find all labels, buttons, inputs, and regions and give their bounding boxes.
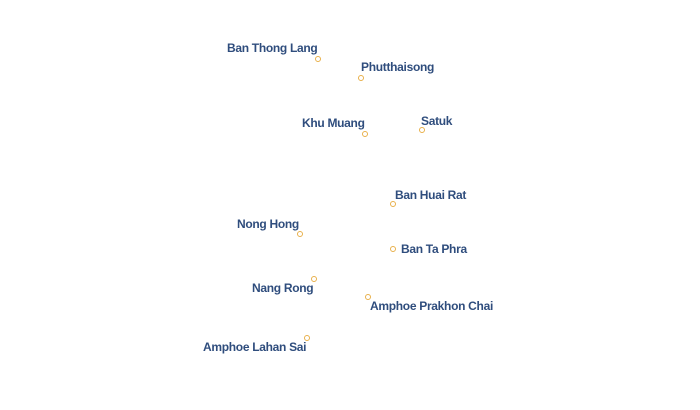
place-label-amphoe-prakhon-chai: Amphoe Prakhon Chai xyxy=(370,299,493,313)
place-marker-khu-muang[interactable] xyxy=(362,131,368,137)
place-marker-amphoe-prakhon-chai[interactable] xyxy=(365,294,371,300)
place-label-khu-muang: Khu Muang xyxy=(302,116,365,130)
place-marker-ban-ta-phra[interactable] xyxy=(390,246,396,252)
place-label-ban-huai-rat: Ban Huai Rat xyxy=(395,188,467,202)
place-marker-nang-rong[interactable] xyxy=(311,276,317,282)
place-marker-phutthaisong[interactable] xyxy=(358,75,364,81)
place-label-nang-rong: Nang Rong xyxy=(252,281,314,295)
place-label-satuk: Satuk xyxy=(421,114,453,128)
place-marker-ban-huai-rat[interactable] xyxy=(390,201,396,207)
place-marker-ban-thong-lang[interactable] xyxy=(315,56,321,62)
place-label-phutthaisong: Phutthaisong xyxy=(361,60,435,74)
place-marker-nong-hong[interactable] xyxy=(297,231,303,237)
place-label-ban-thong-lang: Ban Thong Lang xyxy=(227,41,318,55)
place-marker-satuk[interactable] xyxy=(419,127,425,133)
place-label-nong-hong: Nong Hong xyxy=(237,217,299,231)
place-label-ban-ta-phra: Ban Ta Phra xyxy=(401,242,467,256)
place-label-amphoe-lahan-sai: Amphoe Lahan Sai xyxy=(203,340,307,354)
place-marker-amphoe-lahan-sai[interactable] xyxy=(304,335,310,341)
